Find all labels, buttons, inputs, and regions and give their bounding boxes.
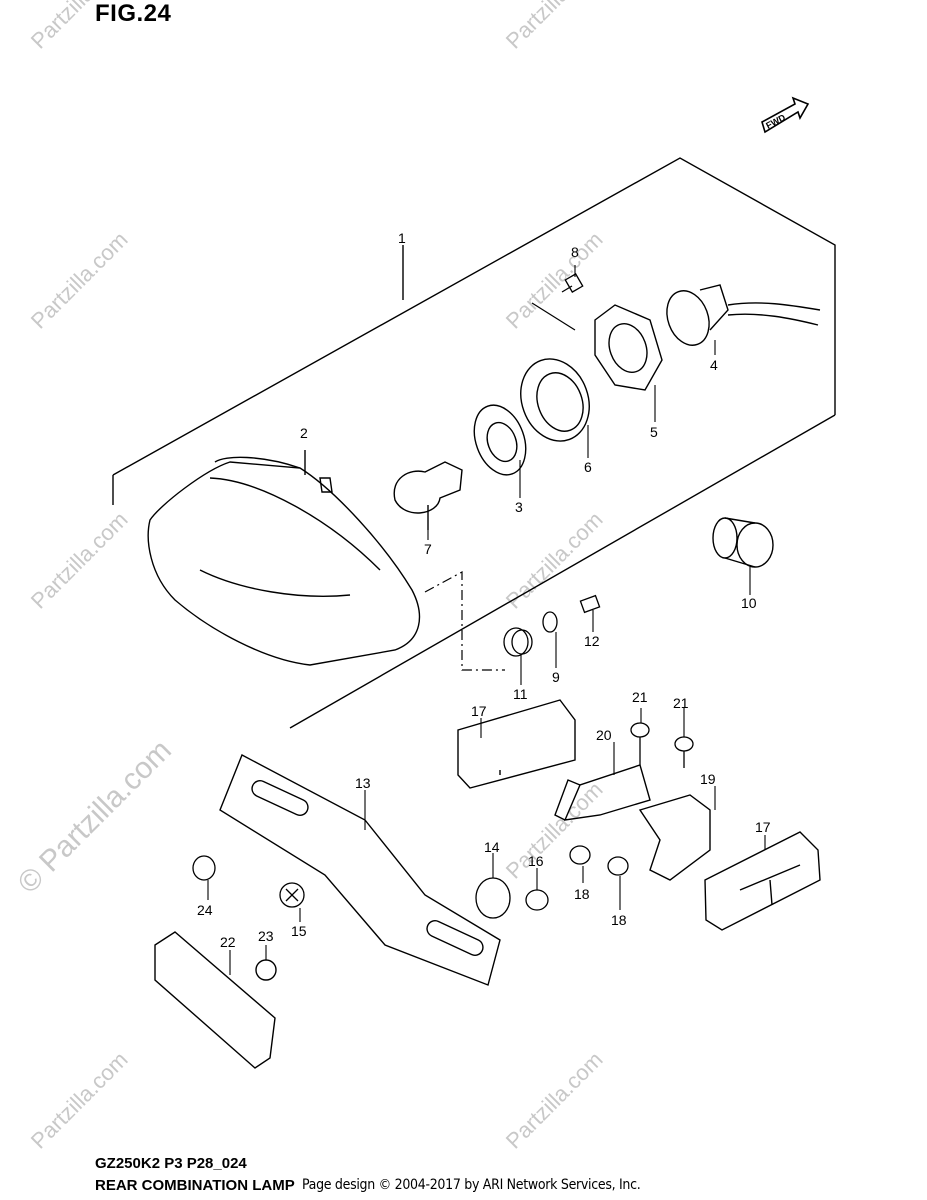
watermark-large: © Partzilla.com [12,734,178,900]
callout-1: 1 [398,230,406,246]
bracket-part-19 [638,794,711,881]
assembly-box-outline [112,157,836,729]
gasket-part [594,304,663,391]
watermark-small: Partzilla.com [26,227,133,334]
lower-hardware [192,855,549,919]
callout-23: 23 [258,928,274,944]
socket-wire-part [666,284,821,346]
leader-lines [207,265,766,975]
watermark-small: Partzilla.com [26,507,133,614]
callout-24: 24 [197,902,213,918]
callout-13: 13 [355,775,371,791]
callout-18-left: 18 [574,886,590,902]
callout-11: 11 [513,686,528,702]
bulb-part [393,461,463,530]
callout-2: 2 [300,425,308,441]
callout-12: 12 [584,633,600,649]
callout-8: 8 [571,244,579,260]
watermark-small: Partzilla.com [501,777,608,884]
callout-numbers: 1 2 3 4 5 6 7 8 9 10 11 12 13 14 15 16 1… [197,230,771,950]
watermark-small: Partzilla.com [501,1047,608,1154]
watermark-small: Partzilla.com [26,0,133,54]
ring-part [520,358,590,442]
callout-4: 4 [710,357,718,373]
watermark-small: Partzilla.com [501,0,608,54]
callout-16: 16 [528,853,544,869]
small-hardware [503,594,601,657]
callout-21-right: 21 [673,695,689,711]
socket-plate-part [473,404,527,476]
section-name: REAR COMBINATION LAMP [95,1177,295,1194]
reflector-lower-part [704,831,821,931]
callout-19: 19 [700,771,716,787]
fwd-arrow-icon: FWD [761,96,810,134]
callout-5: 5 [650,424,658,440]
callout-22: 22 [220,934,236,950]
nuts-part-18 [569,845,629,876]
callout-20: 20 [596,727,612,743]
lens-housing-part [147,450,421,666]
callout-17-lower: 17 [755,819,771,835]
callout-21-left: 21 [632,689,648,705]
connector-lines [424,570,505,671]
callout-15: 15 [291,923,307,939]
callout-6: 6 [584,459,592,475]
grommet-part-10 [712,517,774,568]
callout-18-right: 18 [611,912,627,928]
watermark-layer: © Partzilla.com Partzilla.com Partzilla.… [12,0,608,1154]
callout-3: 3 [515,499,523,515]
model-code: GZ250K2 P3 P28_024 [95,1155,247,1172]
rear-reflector-part [154,931,277,1069]
reflector-upper-part [457,699,576,789]
watermark-small: Partzilla.com [26,1047,133,1154]
callout-17-upper: 17 [471,703,487,719]
callout-7: 7 [424,541,432,557]
bracket-part-20 [554,764,651,821]
callout-10: 10 [741,595,757,611]
license-bracket-part [219,754,501,986]
copyright-notice: Page design © 2004-2017 by ARI Network S… [302,1177,641,1193]
screw-part-8 [561,273,584,293]
callout-14: 14 [484,839,500,855]
figure-title: FIG.24 [95,0,172,27]
callout-9: 9 [552,669,560,685]
